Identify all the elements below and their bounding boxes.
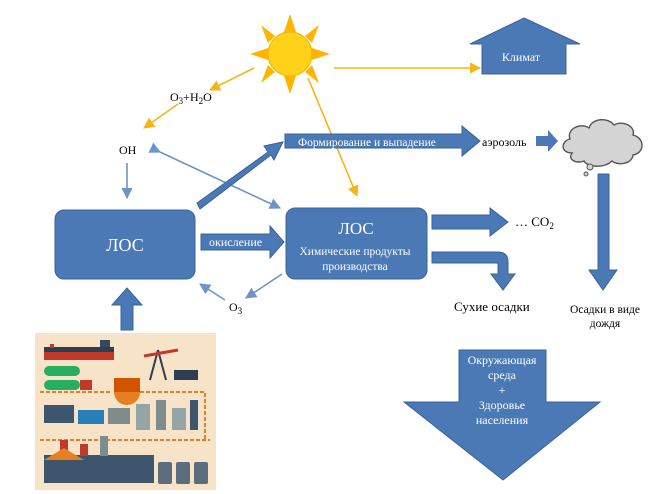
cloud-icon <box>562 119 643 177</box>
env-line2: среда <box>488 368 517 382</box>
sun-to-o3-arrow <box>208 67 255 91</box>
rain-arrow <box>588 173 618 291</box>
voc-box-center: ЛОС Химические продукты производства <box>285 207 428 280</box>
co2-label: … CO2 <box>515 214 554 231</box>
formation-label: Формирование и выпадение <box>298 137 436 149</box>
voc-to-formation-arrow <box>196 141 284 210</box>
aerosol-to-cloud-arrow <box>536 130 558 152</box>
factory-to-voc-arrow <box>110 287 144 331</box>
voc-center-label: ЛОС <box>338 219 373 238</box>
env-line3: Здоровье <box>479 398 525 412</box>
voc-left-label: ЛОС <box>106 235 143 255</box>
rain-label-line1: Осадки в виде <box>570 304 640 316</box>
dry-deposition-label: Сухие осадки <box>454 299 530 314</box>
climate-arrow: Климат <box>469 17 581 75</box>
oh-voc-link-arrow <box>148 142 282 209</box>
oh-label: OH <box>119 143 137 157</box>
formation-arrow: Формирование и выпадение <box>284 124 481 158</box>
to-dry-deposition-arrow <box>431 251 516 291</box>
environment-health-arrow: Окружающая среда + Здоровье населения <box>402 349 602 481</box>
products-line1: Химические продукты <box>299 246 410 258</box>
env-line1: Окружающая <box>468 353 537 367</box>
o3-to-oh-arrow <box>143 103 179 129</box>
o3-label: O3 <box>229 300 243 316</box>
env-plus: + <box>499 383 506 397</box>
sun-icon <box>250 14 330 94</box>
voc-to-o3-arrow <box>245 273 283 299</box>
rain-label-line2: дождя <box>590 318 621 330</box>
o3-to-voc-arrow <box>199 283 226 301</box>
env-line4: населения <box>476 413 529 427</box>
factory-illustration <box>35 333 216 490</box>
climate-label: Климат <box>502 50 541 64</box>
voc-box-left: ЛОС <box>54 209 196 280</box>
oxidation-label: окисление <box>209 235 262 249</box>
to-co2-arrow <box>431 206 509 238</box>
oxidation-arrow: окисление <box>200 224 285 260</box>
products-line2: производства <box>322 261 388 273</box>
o3-h2o-label: O3+H2O <box>170 90 212 106</box>
aerosol-label: аэрозоль <box>482 135 527 149</box>
